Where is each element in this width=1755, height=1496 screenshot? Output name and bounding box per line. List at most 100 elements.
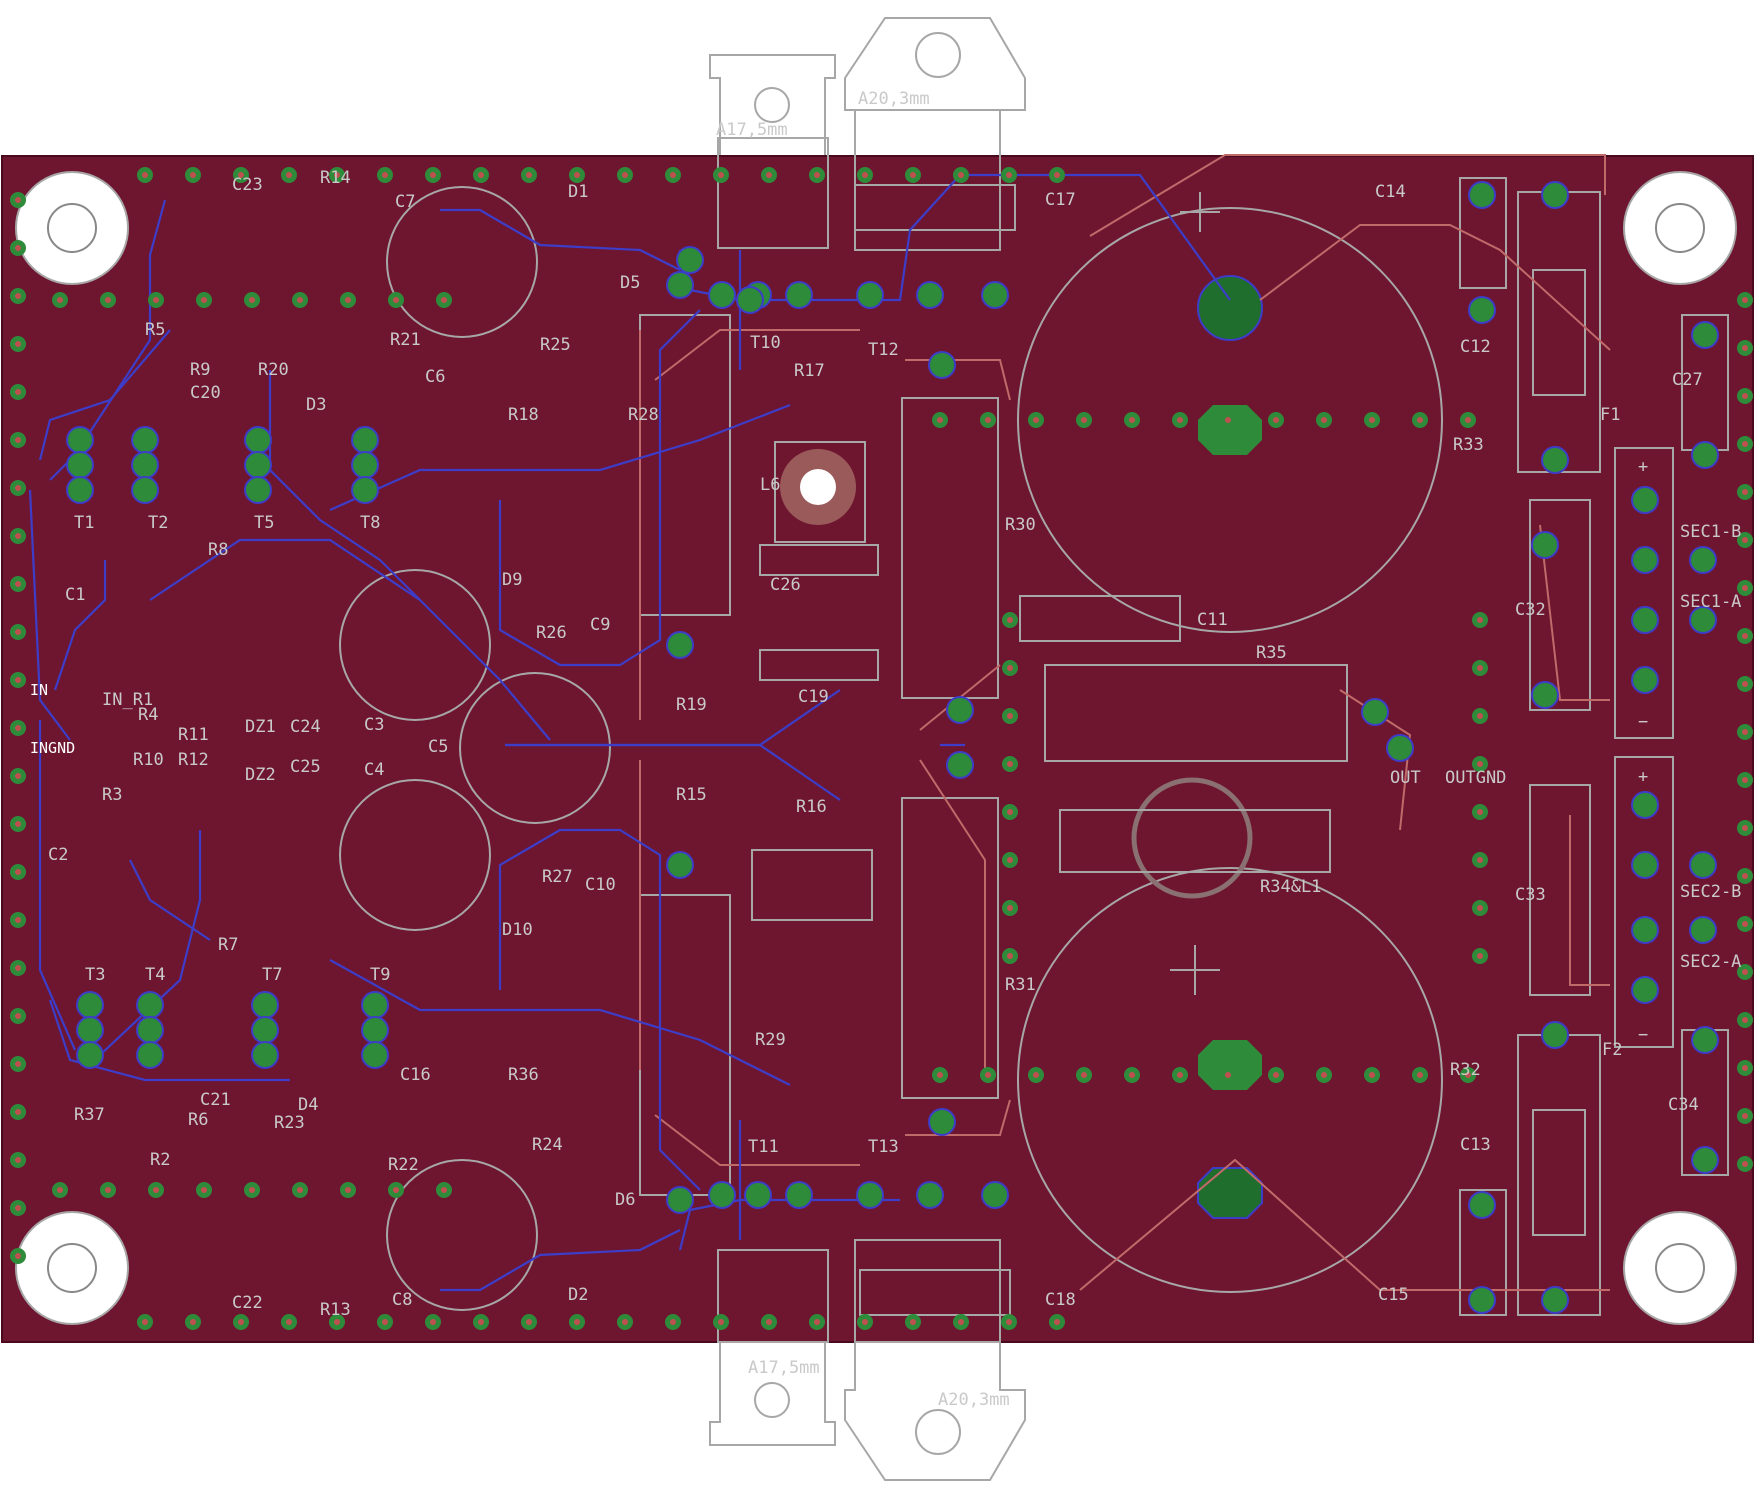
ref-r8: R8 bbox=[208, 540, 228, 560]
via-hole bbox=[1465, 417, 1471, 423]
ref-c3: C3 bbox=[364, 715, 384, 735]
via-hole bbox=[862, 172, 868, 178]
ref-c18: C18 bbox=[1045, 1290, 1076, 1310]
ref-c6: C6 bbox=[425, 367, 445, 387]
solder-pad bbox=[351, 426, 379, 454]
solder-pad bbox=[1631, 851, 1659, 879]
via-hole bbox=[958, 1319, 964, 1325]
via-hole bbox=[1007, 809, 1013, 815]
via-hole bbox=[286, 172, 292, 178]
via-hole bbox=[334, 1319, 340, 1325]
solder-pad bbox=[666, 631, 694, 659]
solder-pad bbox=[76, 1016, 104, 1044]
solder-pad bbox=[736, 286, 764, 314]
via-hole bbox=[1742, 1017, 1748, 1023]
solder-pad bbox=[785, 1181, 813, 1209]
solder-pad bbox=[136, 1041, 164, 1069]
via-hole bbox=[105, 297, 111, 303]
ref-c27: C27 bbox=[1672, 370, 1703, 390]
solder-pad bbox=[1689, 606, 1717, 634]
mounting-hole-bottom-left bbox=[15, 1211, 129, 1325]
solder-pad bbox=[1691, 441, 1719, 469]
via-hole bbox=[1742, 1161, 1748, 1167]
via-hole bbox=[15, 533, 21, 539]
ref-c34: C34 bbox=[1668, 1095, 1699, 1115]
via-hole bbox=[57, 297, 63, 303]
solder-pad bbox=[785, 281, 813, 309]
label-sec2a: SEC2-A bbox=[1680, 952, 1741, 972]
ref-r37: R37 bbox=[74, 1105, 105, 1125]
via-hole bbox=[1742, 393, 1748, 399]
capacitor-c15 bbox=[1017, 867, 1443, 1293]
label-heatsink-a17-bottom: A17,5mm bbox=[748, 1358, 820, 1378]
capacitor-c7 bbox=[386, 186, 538, 338]
ref-c17: C17 bbox=[1045, 190, 1076, 210]
solder-pad bbox=[1541, 1021, 1569, 1049]
ref-c20: C20 bbox=[190, 383, 221, 403]
via-hole bbox=[1742, 441, 1748, 447]
resistor-r35 bbox=[1044, 664, 1348, 762]
ref-c7: C7 bbox=[395, 192, 415, 212]
via-hole bbox=[526, 172, 532, 178]
ref-t11: T11 bbox=[748, 1137, 779, 1157]
via-hole bbox=[1129, 417, 1135, 423]
via-hole bbox=[1742, 969, 1748, 975]
via-hole bbox=[430, 172, 436, 178]
via-hole bbox=[937, 1072, 943, 1078]
ref-r5: R5 bbox=[145, 320, 165, 340]
solder-pad bbox=[1689, 851, 1717, 879]
solder-pad bbox=[66, 451, 94, 479]
via-hole bbox=[1129, 1072, 1135, 1078]
label-ingnd: INGND bbox=[30, 739, 75, 757]
terminal-block-sec1 bbox=[1614, 447, 1674, 739]
solder-pad bbox=[244, 451, 272, 479]
ref-r31: R31 bbox=[1005, 975, 1036, 995]
ref-in-r1: IN_R1 bbox=[102, 690, 153, 710]
ref-t8: T8 bbox=[360, 513, 380, 533]
solder-pad bbox=[946, 696, 974, 724]
via-hole bbox=[15, 773, 21, 779]
ref-dz1: DZ1 bbox=[245, 717, 276, 737]
solder-pad bbox=[131, 476, 159, 504]
ref-r20: R20 bbox=[258, 360, 289, 380]
ref-l6: L6 bbox=[760, 475, 780, 495]
inductor-l1-ring bbox=[1131, 777, 1253, 899]
via-hole bbox=[574, 172, 580, 178]
label-plus-1: + bbox=[1638, 457, 1648, 477]
solder-pad bbox=[666, 1186, 694, 1214]
ref-r27: R27 bbox=[542, 867, 573, 887]
via-hole bbox=[249, 297, 255, 303]
via-hole bbox=[15, 245, 21, 251]
via-hole bbox=[15, 869, 21, 875]
via-hole bbox=[15, 485, 21, 491]
ref-c12: C12 bbox=[1460, 337, 1491, 357]
ref-d4: D4 bbox=[298, 1095, 318, 1115]
via-hole bbox=[382, 1319, 388, 1325]
solder-pad bbox=[1631, 546, 1659, 574]
solder-pad bbox=[76, 991, 104, 1019]
ref-c9: C9 bbox=[590, 615, 610, 635]
ref-c24: C24 bbox=[290, 717, 321, 737]
solder-pad bbox=[916, 281, 944, 309]
via-hole bbox=[1225, 417, 1231, 423]
via-hole bbox=[15, 677, 21, 683]
via-hole bbox=[382, 172, 388, 178]
ref-c15: C15 bbox=[1378, 1285, 1409, 1305]
ref-r10: R10 bbox=[133, 750, 164, 770]
solder-pad bbox=[1631, 486, 1659, 514]
via-hole bbox=[15, 821, 21, 827]
solder-pad bbox=[361, 991, 389, 1019]
ref-c33: C33 bbox=[1515, 885, 1546, 905]
capacitor-c4 bbox=[339, 779, 491, 931]
via-hole bbox=[1477, 857, 1483, 863]
ref-r36: R36 bbox=[508, 1065, 539, 1085]
ref-d10: D10 bbox=[502, 920, 533, 940]
ref-r32: R32 bbox=[1450, 1060, 1481, 1080]
via-hole bbox=[1321, 417, 1327, 423]
ref-t12: T12 bbox=[868, 340, 899, 360]
via-hole bbox=[1007, 713, 1013, 719]
ref-r11: R11 bbox=[178, 725, 209, 745]
via-hole bbox=[249, 1187, 255, 1193]
via-hole bbox=[1742, 729, 1748, 735]
solder-pad bbox=[1386, 734, 1414, 762]
